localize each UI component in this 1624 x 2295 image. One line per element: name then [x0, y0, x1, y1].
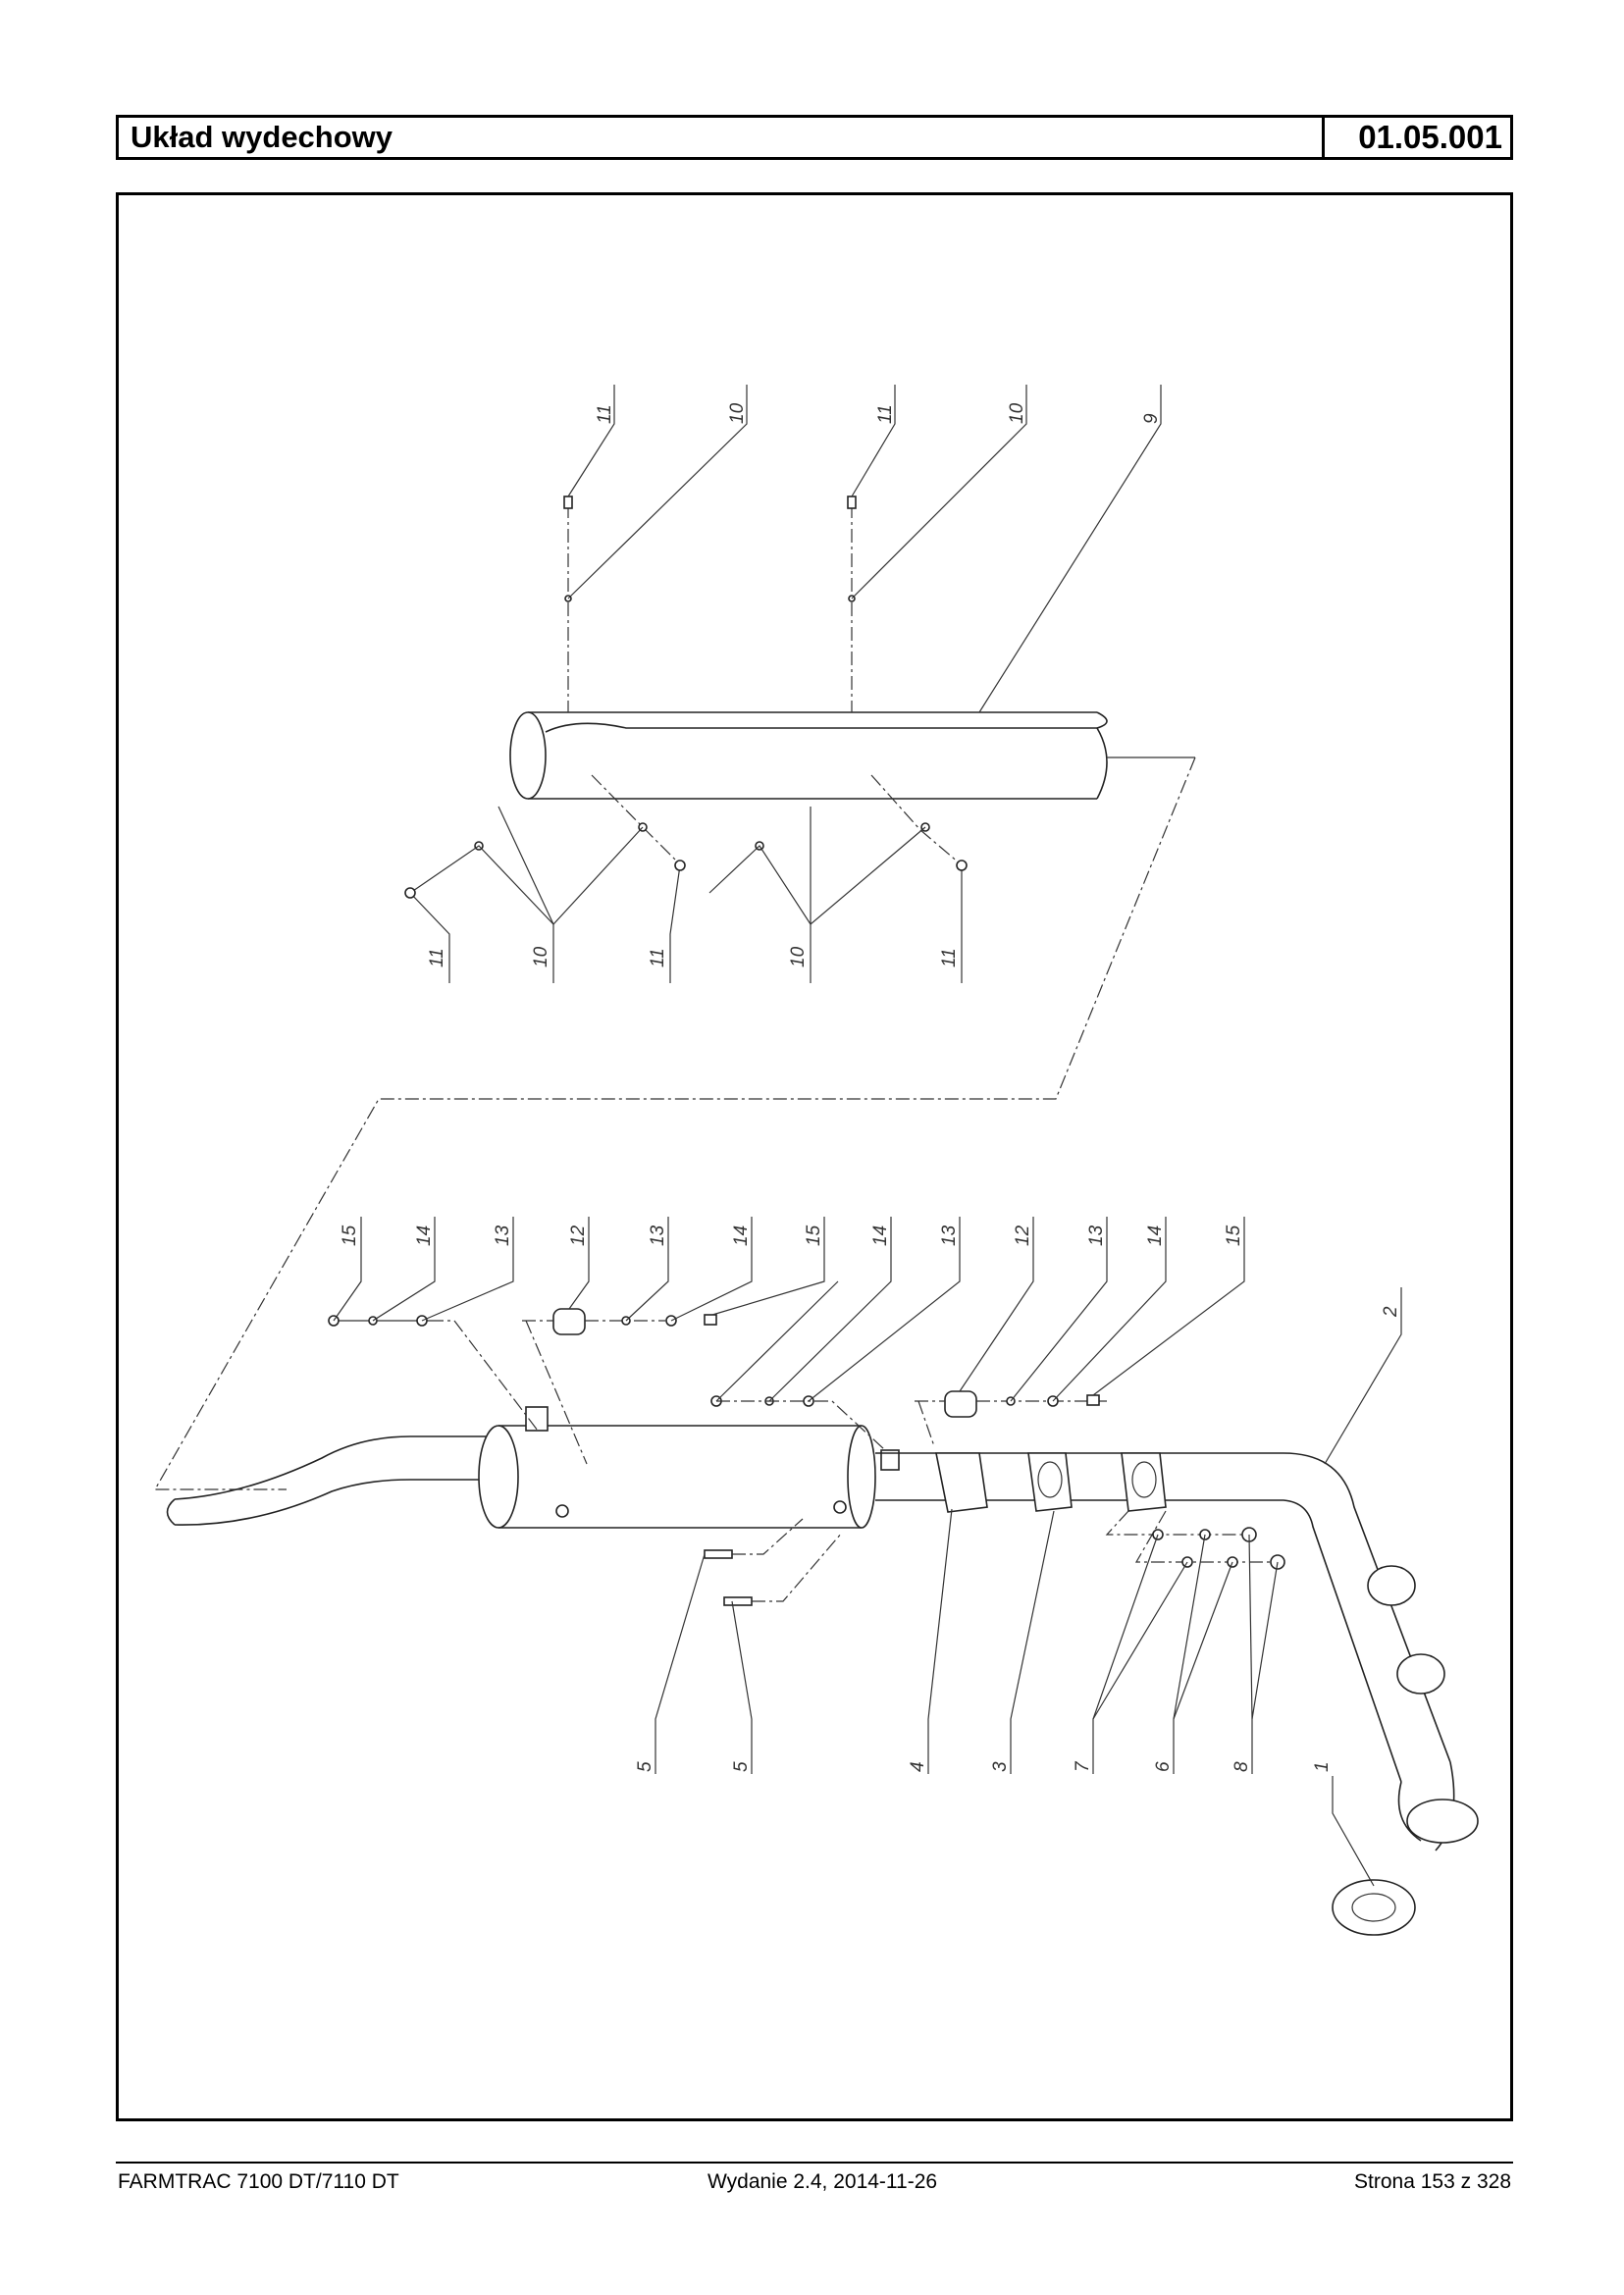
callout-11: 11: [875, 404, 896, 424]
footer-rule: [116, 2162, 1513, 2164]
flange-4: [935, 1452, 988, 1513]
callout-15: 15: [1224, 1225, 1244, 1246]
callout-11: 11: [648, 948, 668, 967]
callout-11: 11: [427, 948, 447, 967]
gasket-1: [1332, 1799, 1479, 1936]
top-bolt-right: [847, 496, 857, 712]
callout-11: 11: [595, 404, 615, 424]
gasket-3: [1027, 1452, 1073, 1512]
callout-15: 15: [340, 1225, 360, 1246]
callout-10: 10: [788, 946, 809, 967]
callout-14: 14: [731, 1226, 752, 1246]
heat-shield-tube: [509, 711, 1195, 800]
callout-14: 14: [870, 1226, 891, 1246]
page-header: Układ wydechowy 01.05.001: [116, 115, 1513, 160]
callout-labels: 11 10 11 10 9 11 10 11 10 11 15 14 13 12…: [340, 402, 1401, 1772]
top-bolt-left: [563, 496, 573, 712]
flange-pipe: [1121, 1452, 1167, 1512]
callout-13: 13: [1086, 1225, 1107, 1246]
callout-12: 12: [1013, 1225, 1033, 1246]
callout-5: 5: [731, 1761, 752, 1772]
callout-13: 13: [939, 1225, 960, 1246]
callout-2: 2: [1381, 1306, 1401, 1318]
footer-edition: Wydanie 2.4, 2014-11-26: [707, 2170, 938, 2193]
assembly-link-line: [153, 756, 1196, 1490]
tailpipe: [166, 1435, 489, 1526]
callout-12: 12: [568, 1225, 589, 1246]
muffler: [478, 1406, 900, 1529]
callout-14: 14: [414, 1226, 435, 1246]
callout-10: 10: [531, 946, 551, 967]
callout-4: 4: [908, 1761, 928, 1772]
callout-10: 10: [1007, 402, 1027, 424]
callout-3: 3: [990, 1761, 1011, 1772]
callout-9: 9: [1141, 413, 1162, 424]
callout-5: 5: [635, 1761, 655, 1772]
callout-13: 13: [493, 1225, 513, 1246]
callout-8: 8: [1231, 1761, 1252, 1772]
callout-11: 11: [939, 948, 960, 967]
callout-10: 10: [727, 402, 748, 424]
page-title: Układ wydechowy: [131, 120, 393, 154]
footer-model: FARMTRAC 7100 DT/7110 DT: [118, 2170, 399, 2193]
callout-1: 1: [1312, 1761, 1333, 1772]
front-pipe: [875, 1452, 1455, 1852]
footer-page-number: Strona 153 z 328: [1354, 2170, 1511, 2193]
callout-7: 7: [1073, 1760, 1093, 1772]
callout-6: 6: [1153, 1761, 1174, 1772]
callout-15: 15: [804, 1225, 824, 1246]
exhaust-system-drawing: 11 10 11 10 9 11 10 11 10 11 15 14 13 12…: [153, 385, 1479, 1936]
callout-14: 14: [1145, 1226, 1166, 1246]
section-code: 01.05.001: [1322, 118, 1510, 157]
callout-13: 13: [648, 1225, 668, 1246]
drawing-frame: [116, 192, 1513, 2121]
